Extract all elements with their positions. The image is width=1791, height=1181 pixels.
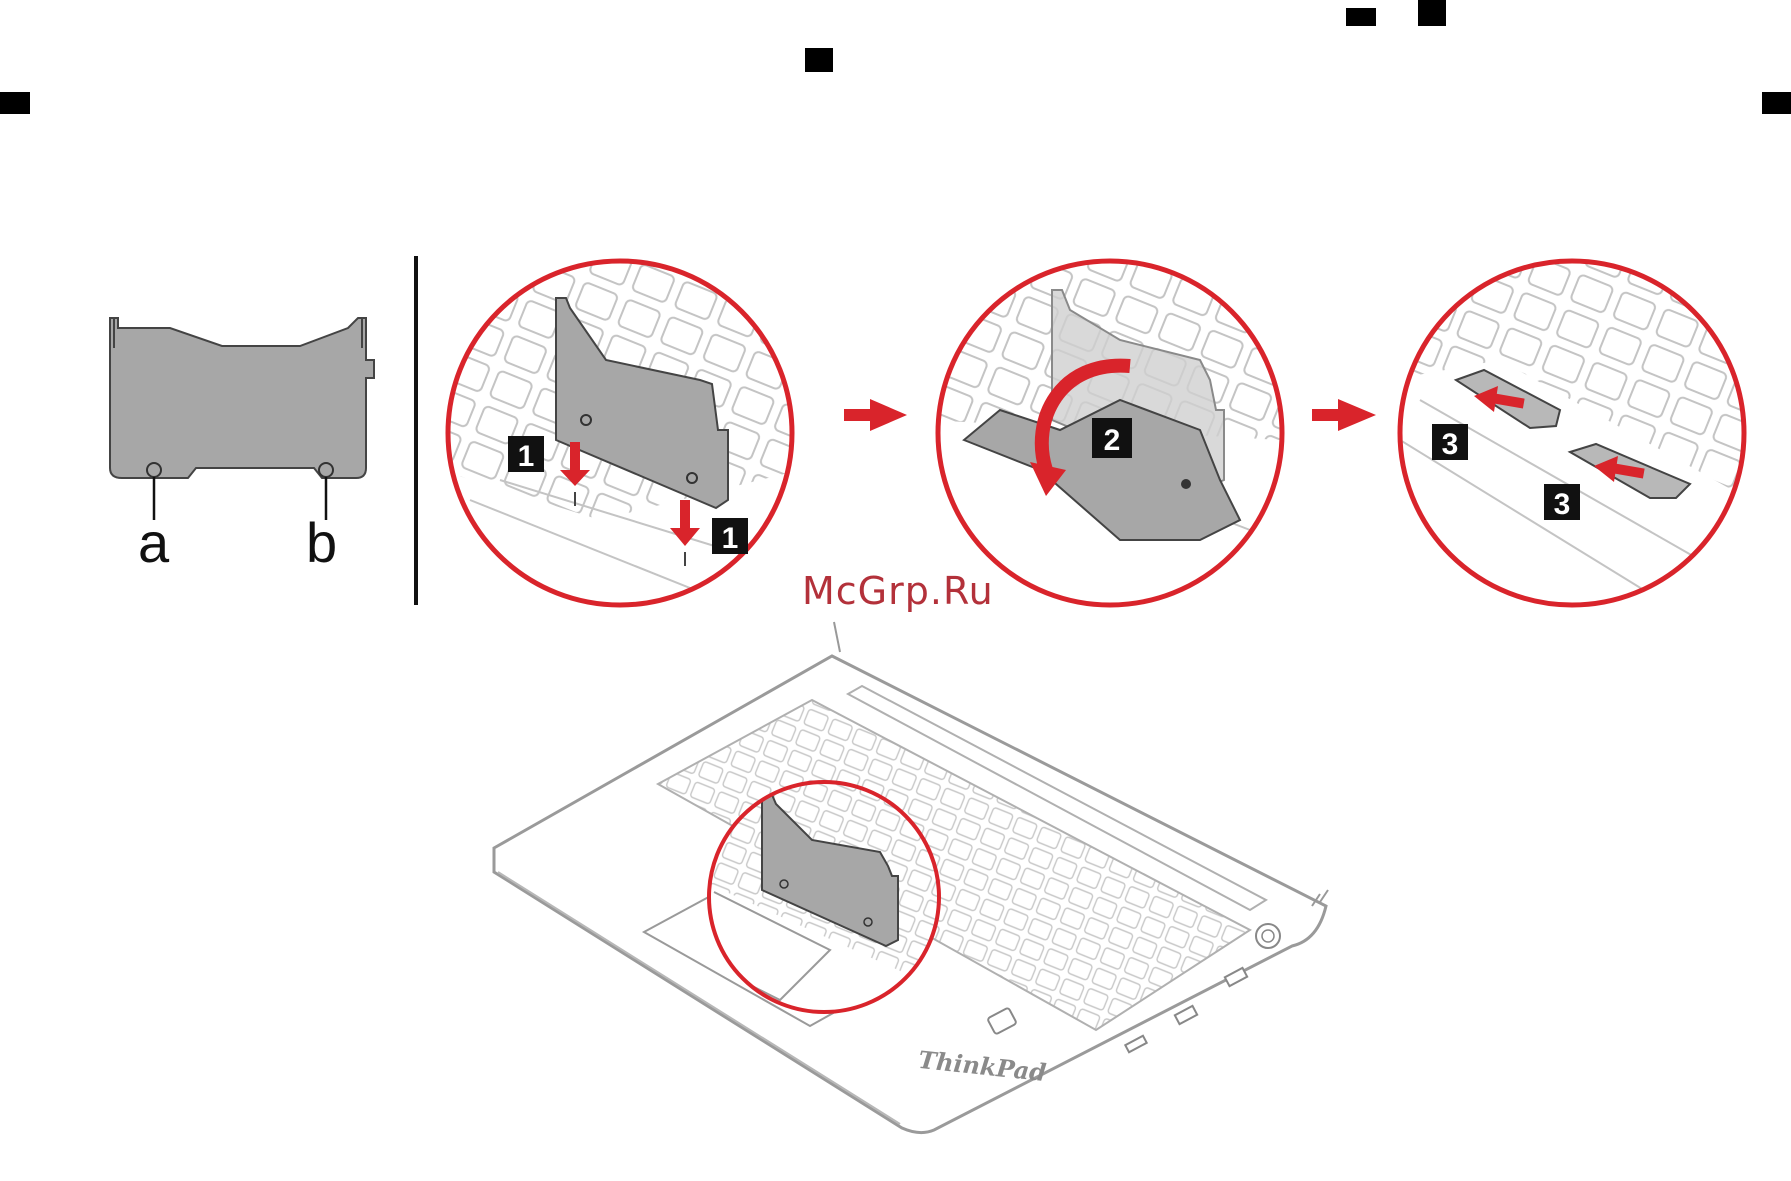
- hole-b: [319, 463, 333, 477]
- label-b: b: [306, 511, 337, 574]
- hole-a: [147, 463, 161, 477]
- svg-text:3: 3: [1554, 488, 1571, 521]
- flow-arrow-2: [1312, 399, 1376, 431]
- step3-badge-bottom: 3: [1544, 484, 1580, 521]
- step1-circle: [440, 250, 800, 610]
- step3-badge-top: 3: [1432, 424, 1468, 461]
- step2-badge: 2: [1092, 418, 1132, 458]
- step1-badge-right: 1: [712, 518, 748, 555]
- step1-badge-left: 1: [508, 436, 544, 473]
- keyboard-tool-part: [110, 318, 374, 520]
- label-a: a: [138, 511, 170, 574]
- svg-text:1: 1: [722, 522, 739, 555]
- svg-text:3: 3: [1442, 428, 1459, 461]
- svg-text:1: 1: [518, 440, 535, 473]
- watermark: McGrp.Ru: [802, 569, 994, 613]
- svg-text:2: 2: [1104, 424, 1121, 457]
- flow-arrow-1: [844, 399, 907, 431]
- corner-marks: [0, 0, 1791, 114]
